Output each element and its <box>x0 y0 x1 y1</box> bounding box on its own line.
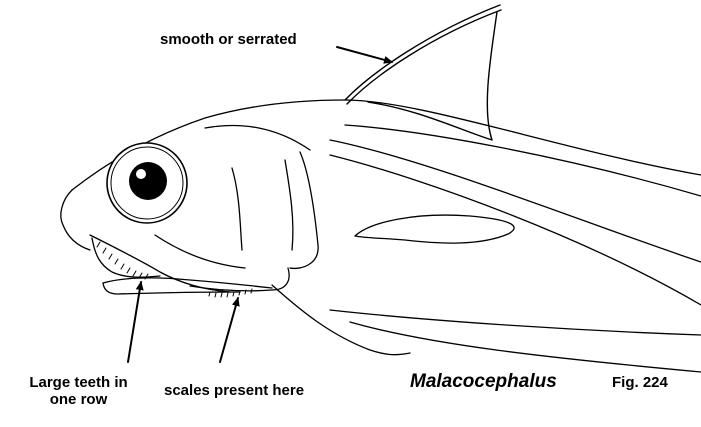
label-fin-spine: smooth or serrated <box>160 31 297 48</box>
figure-number: Fig. 224 <box>612 374 668 391</box>
arrow-scales <box>220 298 238 362</box>
fish-body <box>72 100 701 372</box>
label-genus: Malacocephalus <box>410 371 557 393</box>
label-teeth: Large teeth in one row <box>6 374 151 408</box>
label-teeth-line2: one row <box>6 391 151 408</box>
fish-head <box>61 126 318 291</box>
arrow-fin-spine <box>337 47 392 62</box>
pectoral-fin <box>355 215 514 243</box>
eye <box>107 143 187 223</box>
dorsal-fin <box>345 5 501 140</box>
jaw <box>90 235 272 297</box>
label-scales: scales present here <box>164 382 304 399</box>
label-teeth-line1: Large teeth in <box>6 374 151 391</box>
